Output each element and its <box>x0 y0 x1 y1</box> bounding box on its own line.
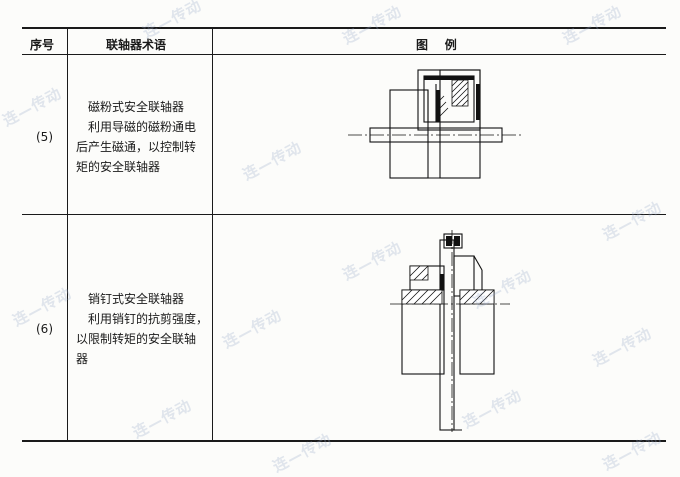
magnetic-powder-coupling-drawing <box>348 69 522 179</box>
column-divider-1 <box>67 28 68 441</box>
coil-section <box>451 79 469 107</box>
term-desc-line: 后产生磁通，以控制转 <box>76 140 197 154</box>
watermark: 连—传动 <box>239 137 305 184</box>
term-name: 磁粉式安全联轴器 <box>88 100 185 114</box>
term-desc-line: 器 <box>76 352 89 366</box>
term-desc-line: 利用销钉的抗剪强度， <box>88 312 209 326</box>
watermark: 连—传动 <box>599 427 665 474</box>
term-desc-line: 以限制转矩的安全联轴 <box>76 332 197 346</box>
term-desc-line: 矩的安全联轴器 <box>76 160 161 174</box>
pin-coupling-drawing <box>390 230 510 432</box>
watermark: 连—传动 <box>129 395 195 442</box>
term-name: 销钉式安全联轴器 <box>88 292 185 306</box>
row-index: (5) <box>36 130 53 144</box>
table-bottom-rule <box>22 440 666 442</box>
header-bottom-rule <box>22 54 666 55</box>
column-divider-2 <box>212 28 213 441</box>
row-index: (6) <box>36 322 53 336</box>
term-desc-line: 利用导磁的磁粉通电 <box>88 120 197 134</box>
header-term: 联轴器术语 <box>106 38 167 52</box>
watermark: 连—传动 <box>0 83 65 130</box>
watermark: 连—传动 <box>559 1 625 48</box>
watermark: 连—传动 <box>139 0 205 42</box>
header-index: 序号 <box>30 38 55 52</box>
header-figure: 图 例 <box>416 38 457 52</box>
row-divider <box>22 214 666 215</box>
watermark: 连—传动 <box>599 197 665 244</box>
watermark: 连—传动 <box>589 323 655 370</box>
table-top-rule <box>22 27 666 29</box>
watermark: 连—传动 <box>219 305 285 352</box>
watermark: 连—传动 <box>269 429 335 476</box>
watermark: 连—传动 <box>339 1 405 48</box>
